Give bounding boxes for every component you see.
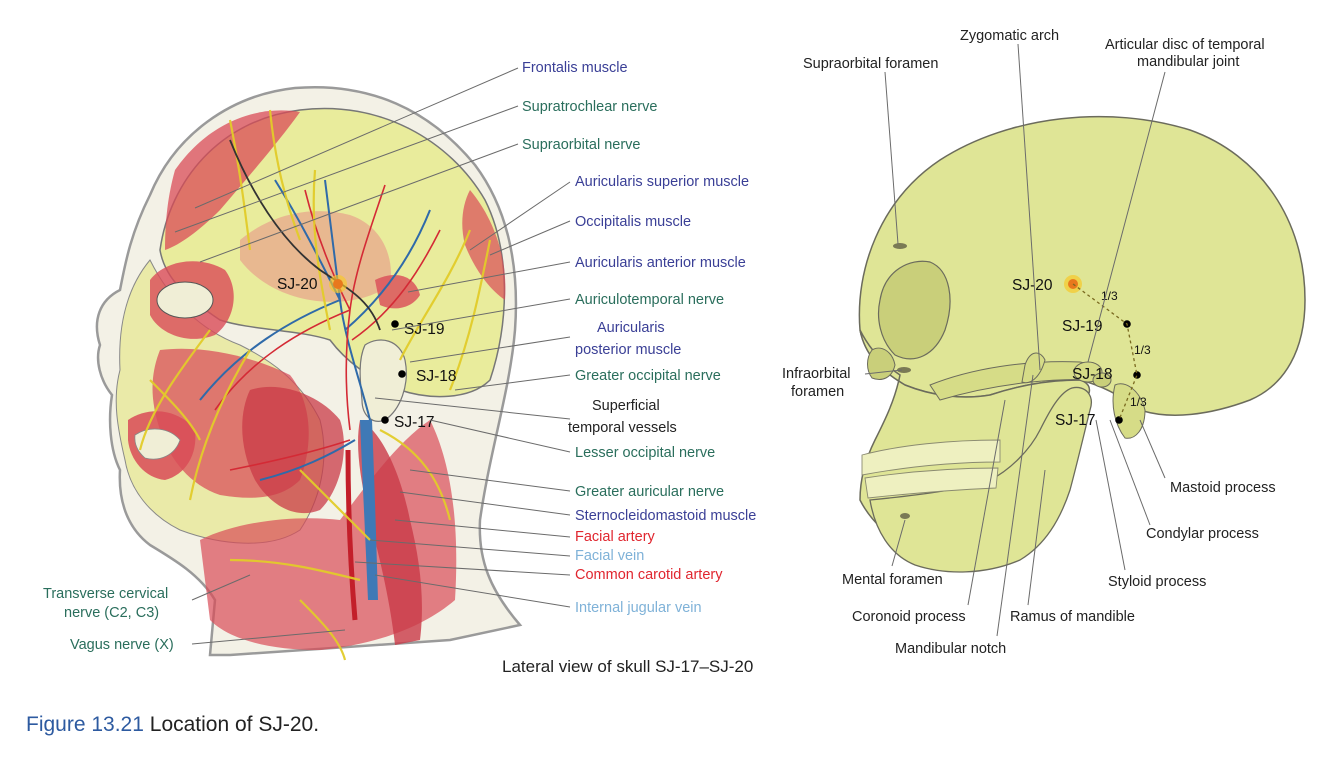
transverse-cervical-label-1: Transverse cervical — [43, 586, 168, 602]
mastoid-process-label: Mastoid process — [1170, 480, 1276, 496]
sj19-label-skull: SJ-19 — [1062, 318, 1103, 335]
sj18-label-skull: SJ-18 — [1072, 366, 1113, 383]
mandibular-notch-label: Mandibular notch — [895, 641, 1006, 657]
eye — [156, 281, 214, 319]
styloid-process-label: Styloid process — [1108, 574, 1206, 590]
facial-artery-label: Facial artery — [575, 529, 656, 545]
temporal-line — [229, 139, 381, 331]
infraorbital-label-2: foramen — [791, 384, 844, 400]
sj17-dot-skull — [1115, 416, 1123, 424]
nerve-lines — [138, 109, 492, 661]
teeth — [134, 428, 181, 460]
skull-leader-lines — [864, 43, 1166, 637]
frontalis-muscle — [165, 110, 300, 250]
supratrochlear-label: Supratrochlear nerve — [522, 99, 657, 115]
skull-labels: Zygomatic arch Articular disc of tempora… — [782, 28, 1276, 657]
infraorbital-foramen-mark — [897, 367, 911, 373]
head-leader-lines — [174, 67, 571, 645]
sj18-dot-skull — [1133, 371, 1141, 379]
internal-jugular-label: Internal jugular vein — [575, 600, 702, 616]
upper-teeth — [861, 439, 1001, 476]
greater-auricular-label: Greater auricular nerve — [575, 484, 724, 500]
figure-caption-text: Location of SJ-20. — [149, 713, 320, 736]
supraorbital-foramen-label: Supraorbital foramen — [803, 56, 938, 72]
temporal-muscle — [240, 211, 391, 302]
auricularis-superior-label: Auricularis superior muscle — [575, 174, 749, 190]
sj19-dot-head — [391, 320, 399, 328]
carotid-shape — [345, 449, 358, 621]
sj17-dot-head — [381, 416, 389, 424]
auriculotemporal-label: Auriculotemporal nerve — [575, 292, 724, 308]
sj20-label-head: SJ-20 — [277, 276, 318, 293]
sj19-label-head: SJ-19 — [404, 321, 445, 338]
sj17-label-skull: SJ-17 — [1055, 412, 1096, 429]
head-labels: Frontalis muscle Supratrochlear nerve Su… — [43, 60, 756, 653]
mental-foramen-label: Mental foramen — [842, 572, 943, 588]
supraorbital-nerve-label: Supraorbital nerve — [522, 137, 641, 153]
common-carotid-label: Common carotid artery — [575, 567, 723, 583]
figure-caption: Figure 13.21 Location of SJ-20. — [26, 713, 319, 737]
infraorbital-label-1: Infraorbital — [782, 366, 851, 382]
lesser-occipital-label: Lesser occipital nerve — [575, 445, 715, 461]
lower-teeth — [864, 467, 999, 499]
sj17-label-head: SJ-17 — [394, 414, 435, 431]
masseter — [242, 386, 344, 514]
skull-orbit — [877, 260, 951, 360]
skull-illustration: SJ-20 SJ-19 SJ-18 SJ-17 1/3 1/3 1/3 — [858, 115, 1306, 573]
sj20-acupoint-head-core — [333, 279, 343, 289]
coronoid-process-label: Coronoid process — [852, 609, 966, 625]
frontalis-label: Frontalis muscle — [522, 60, 628, 76]
auricularis-posterior-label-2: posterior muscle — [575, 342, 681, 358]
fraction-label-2: 1/3 — [1134, 343, 1151, 357]
temporal-artery-lines — [214, 184, 441, 471]
occipitalis-label: Occipitalis muscle — [575, 214, 691, 230]
temporal-vein-lines — [199, 179, 431, 481]
ramus-label: Ramus of mandible — [1010, 609, 1135, 625]
fraction-label-1: 1/3 — [1101, 289, 1118, 303]
mental-foramen-mark — [900, 513, 910, 519]
vagus-label: Vagus nerve (X) — [70, 637, 174, 653]
articular-disc-label-2: mandibular joint — [1137, 54, 1239, 70]
head-illustration: SJ-20 SJ-19 SJ-18 SJ-17 — [95, 86, 523, 661]
sj18-dot-head — [398, 370, 406, 378]
condylar-process-label: Condylar process — [1146, 526, 1259, 542]
facial-vein-label: Facial vein — [575, 548, 644, 564]
figure-subtitle: Lateral view of skull SJ-17–SJ-20 — [502, 657, 754, 676]
sj20-label-skull: SJ-20 — [1012, 277, 1053, 294]
fraction-label-3: 1/3 — [1130, 395, 1147, 409]
jugular-vein-shape — [360, 420, 378, 600]
greater-occipital-label: Greater occipital nerve — [575, 368, 721, 384]
superficial-temporal-label-2: temporal vessels — [568, 420, 677, 436]
transverse-cervical-label-2: nerve (C2, C3) — [64, 605, 159, 621]
occipitalis-muscle — [462, 190, 506, 300]
supraorbital-foramen-mark — [893, 243, 907, 249]
figure-number: Figure 13.21 — [26, 713, 144, 736]
superficial-temporal-label-1: Superficial — [592, 398, 660, 414]
sternocleidomastoid-label: Sternocleidomastoid muscle — [575, 508, 756, 524]
auricularis-posterior-label-1: Auricularis — [597, 320, 665, 336]
sj18-label-head: SJ-18 — [416, 368, 457, 385]
external-ear-canal — [1092, 372, 1112, 388]
auricularis-anterior-label: Auricularis anterior muscle — [575, 255, 746, 271]
articular-disc-label-1: Articular disc of temporal — [1105, 37, 1265, 53]
zygomatic-arch-label: Zygomatic arch — [960, 28, 1059, 44]
